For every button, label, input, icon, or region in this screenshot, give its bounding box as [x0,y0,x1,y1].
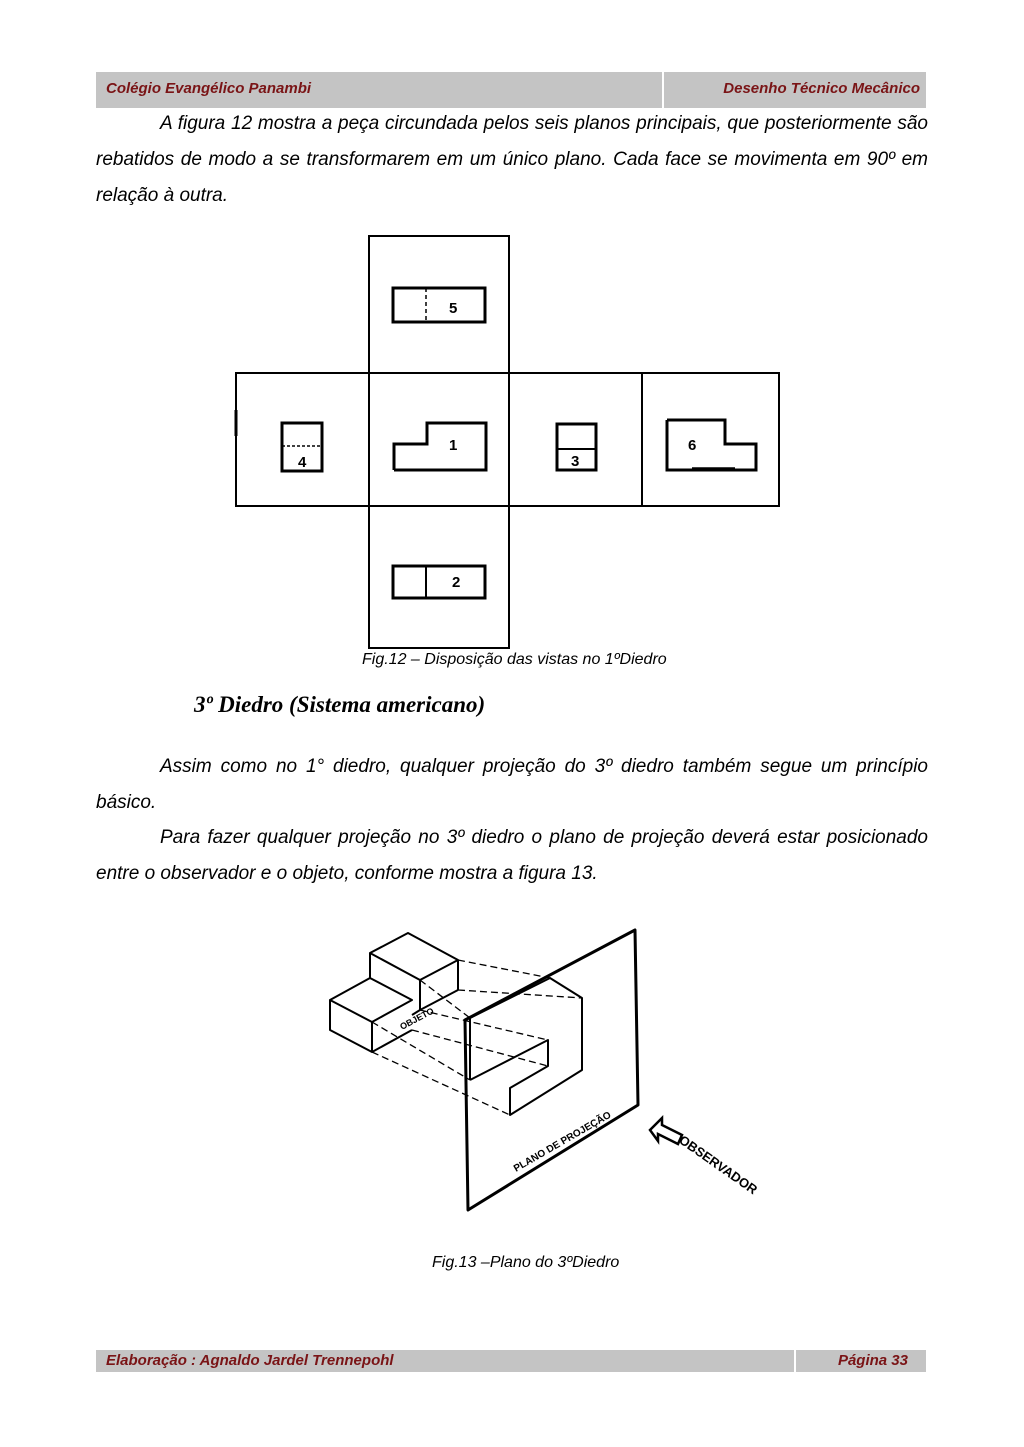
footer-separator [794,1350,796,1372]
view-label-2: 2 [452,574,460,591]
observer-label: OBSERVADOR [676,1132,760,1197]
header-school-name: Colégio Evangélico Panambi [106,80,312,97]
paragraph-figure-12-intro: A figura 12 mostra a peça circundada pel… [96,106,928,214]
paragraph-projection-plane-position: Para fazer qualquer projeção no 3º diedr… [96,820,928,892]
view-5-top [391,286,487,324]
object-label: OBJETO [398,1006,435,1032]
figure-12-caption: Fig.12 – Disposição das vistas no 1ºDied… [362,651,667,668]
view-1-front [392,421,488,472]
figure-13-caption: Fig.13 –Plano do 3ºDiedro [432,1254,620,1271]
footer-author: Elaboração : Agnaldo Jardel Trennepohl [106,1352,394,1369]
view-label-3: 3 [571,453,579,470]
view-label-5: 5 [449,300,457,317]
projection-plane-label: PLANO DE PROJEÇÃO [511,1108,613,1175]
view-3-side [555,422,598,472]
observer-arrow-icon [648,1114,684,1146]
paragraph-text: Para fazer qualquer projeção no 3º diedr… [96,827,928,884]
footer-page-number: Página 33 [837,1352,908,1369]
paragraph-text: A figura 12 mostra a peça circundada pel… [96,113,928,206]
view-label-6: 6 [688,437,696,454]
header-subject: Desenho Técnico Mecânico [723,80,920,97]
view-2-bottom [391,564,487,600]
view-label-4: 4 [298,454,307,471]
view-4-side [280,421,324,473]
header-separator [662,72,664,108]
page-header: Colégio Evangélico Panambi Desenho Técni… [96,72,926,108]
figure-13-third-dihedral-illustration: OBJETO PLANO DE PROJEÇÃO OBSERVADOR [329,928,761,1212]
view-label-1: 1 [449,437,457,454]
page-footer: Elaboração : Agnaldo Jardel Trennepohl P… [96,1350,926,1372]
view-6-rear [665,418,758,472]
paragraph-third-dihedral-principle: Assim como no 1° diedro, qualquer projeç… [96,749,928,821]
paragraph-text: Assim como no 1° diedro, qualquer projeç… [96,756,928,813]
section-heading-third-dihedral: 3º Diedro (Sistema americano) [194,692,486,717]
figure-12-view-layout: 5 4 1 3 6 2 [234,235,780,649]
